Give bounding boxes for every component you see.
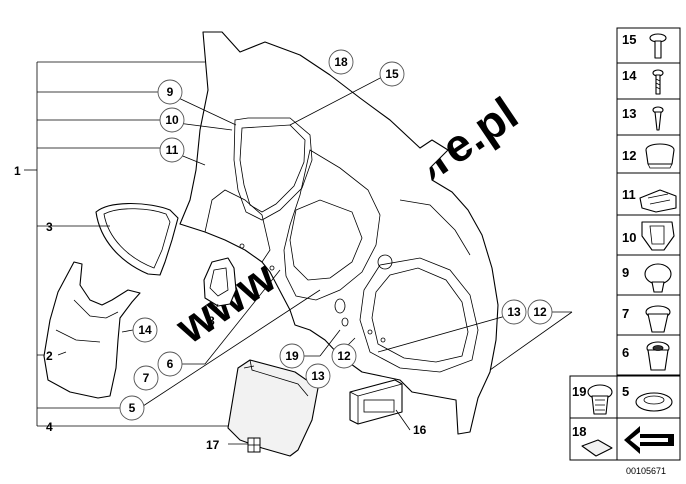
side-part-label: 14 <box>622 68 637 83</box>
label-4: 4 <box>46 420 53 434</box>
callout-11: 11 <box>159 137 185 163</box>
tag-part-17 <box>247 437 261 453</box>
side-part-label: 18 <box>572 424 586 439</box>
side-part-5: 5 <box>616 375 681 419</box>
callout-9: 9 <box>157 79 183 105</box>
label-2: 2 <box>46 349 53 363</box>
label-3: 3 <box>46 220 53 234</box>
rivet-icon <box>644 263 672 293</box>
callout-13: 13 <box>305 363 331 389</box>
bracket-part <box>203 257 237 307</box>
expanding-rivet-icon <box>587 384 613 415</box>
callout-10: 10 <box>159 107 185 133</box>
callout-7: 7 <box>133 365 159 391</box>
callout-label: 9 <box>167 85 174 99</box>
side-part-10: 10 <box>616 214 681 256</box>
callout-13b: 13 <box>501 299 527 325</box>
callout-label: 13 <box>507 305 521 319</box>
callout-label: 10 <box>165 113 179 127</box>
label-17: 17 <box>206 438 220 452</box>
label-8: 8 <box>208 314 215 328</box>
side-part-label: 11 <box>622 187 636 202</box>
side-part-label: 15 <box>622 32 636 47</box>
callout-19: 19 <box>279 343 305 369</box>
side-part-13: 13 <box>616 98 681 136</box>
callout-label: 11 <box>166 143 179 157</box>
box-part-16 <box>349 379 403 425</box>
callout-label: 7 <box>143 371 150 385</box>
side-part-label: 6 <box>622 345 629 360</box>
trunk-side-panel <box>179 31 499 435</box>
callout-5: 5 <box>119 395 145 421</box>
callout-label: 13 <box>311 369 325 383</box>
side-part-arrow <box>616 417 681 461</box>
callout-label: 6 <box>167 357 174 371</box>
side-part-14: 14 <box>616 62 681 100</box>
side-part-12: 12 <box>616 134 681 174</box>
screw-icon <box>649 33 667 59</box>
callout-label: 19 <box>285 349 299 363</box>
lower-trim-part <box>43 261 141 399</box>
floor-panel-part <box>227 359 319 457</box>
side-part-6: 6 <box>616 334 681 376</box>
clip-icon <box>641 221 675 251</box>
side-part-label: 12 <box>622 148 636 163</box>
side-part-label: 10 <box>622 230 636 245</box>
plug-icon <box>645 143 675 169</box>
label-16: 16 <box>413 423 427 437</box>
arrow-icon <box>624 426 674 454</box>
side-part-11: 11 <box>616 172 681 216</box>
screw-icon <box>652 69 664 95</box>
screw-icon <box>652 106 664 131</box>
side-part-label: 19 <box>572 384 586 399</box>
side-part-7: 7 <box>616 294 681 336</box>
button-clip-icon <box>635 392 673 412</box>
callouts: 18 15 9 10 11 14 6 7 <box>119 49 553 421</box>
callout-12: 12 <box>331 343 357 369</box>
side-part-19: 19 <box>569 375 618 419</box>
callout-label: 5 <box>129 401 136 415</box>
callout-6: 6 <box>157 351 183 377</box>
side-part-label: 5 <box>622 384 629 399</box>
side-part-15: 15 <box>616 27 681 64</box>
side-part-label: 13 <box>622 106 636 121</box>
side-parts-panel: 15 14 13 12 <box>569 27 681 461</box>
callout-label: 12 <box>337 349 351 363</box>
side-part-9: 9 <box>616 254 681 296</box>
callout-label: 12 <box>533 305 547 319</box>
side-part-label: 9 <box>622 265 629 280</box>
label-1: 1 <box>14 164 21 178</box>
callout-15: 15 <box>379 61 405 87</box>
clip-icon <box>639 189 677 213</box>
plain-labels: 1 3 2 4 8 16 17 <box>14 164 427 452</box>
grommet-icon <box>646 341 670 371</box>
bracket-lines <box>24 61 250 427</box>
callout-14: 14 <box>132 317 158 343</box>
rivet-icon <box>645 305 671 333</box>
callout-label: 14 <box>138 323 152 337</box>
callout-label: 15 <box>385 67 399 81</box>
cover-part <box>95 203 179 276</box>
callout-18: 18 <box>328 49 354 75</box>
side-part-label: 7 <box>622 306 629 321</box>
side-part-18: 18 <box>569 417 618 461</box>
callout-12b: 12 <box>527 299 553 325</box>
reference-number: 00105671 <box>626 466 666 476</box>
callout-label: 18 <box>334 55 348 69</box>
pad-icon <box>581 439 613 457</box>
